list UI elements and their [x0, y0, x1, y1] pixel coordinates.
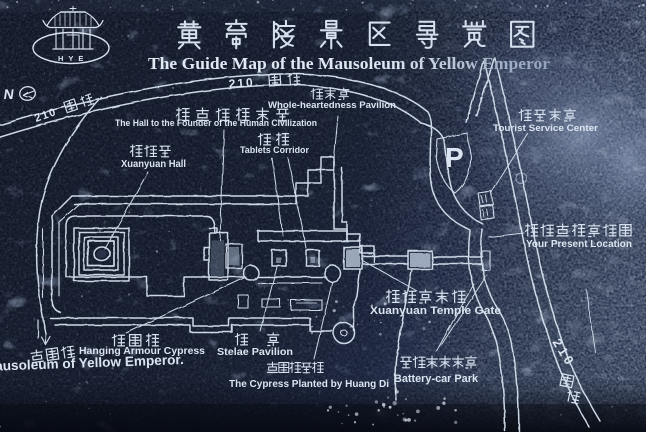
svg-text:Mausoleum of Yellow Emperor.: Mausoleum of Yellow Emperor. — [0, 352, 184, 374]
svg-text:N: N — [3, 86, 15, 102]
svg-text:The Hall to the Founder of the: The Hall to the Founder of the Human Civ… — [115, 118, 317, 128]
svg-text:Tourist Service Center: Tourist Service Center — [493, 123, 598, 134]
svg-text:Your Present Location: Your Present Location — [526, 238, 632, 250]
svg-text:The Guide Map of the Mausoleum: The Guide Map of the Mausoleum of Yellow… — [148, 54, 550, 73]
svg-text:Tablets Corridor: Tablets Corridor — [240, 145, 309, 156]
svg-text:210: 210 — [228, 75, 255, 91]
svg-text:Xuanyuan Temple Gate: Xuanyuan Temple Gate — [370, 305, 501, 317]
svg-text:H Y E: H Y E — [58, 54, 85, 63]
svg-text:Hanging Armour Cypress: Hanging Armour Cypress — [79, 345, 205, 357]
svg-text:The Cypress Planted by Huang D: The Cypress Planted by Huang Di — [229, 378, 389, 390]
svg-text:P: P — [445, 142, 464, 173]
svg-text:Stelae Pavilion: Stelae Pavilion — [217, 347, 293, 358]
svg-text:Battery-car Park: Battery-car Park — [394, 373, 479, 385]
svg-text:Whole-heartedness Pavilion: Whole-heartedness Pavilion — [268, 100, 396, 111]
svg-text:Xuanyuan Hall: Xuanyuan Hall — [121, 159, 186, 170]
